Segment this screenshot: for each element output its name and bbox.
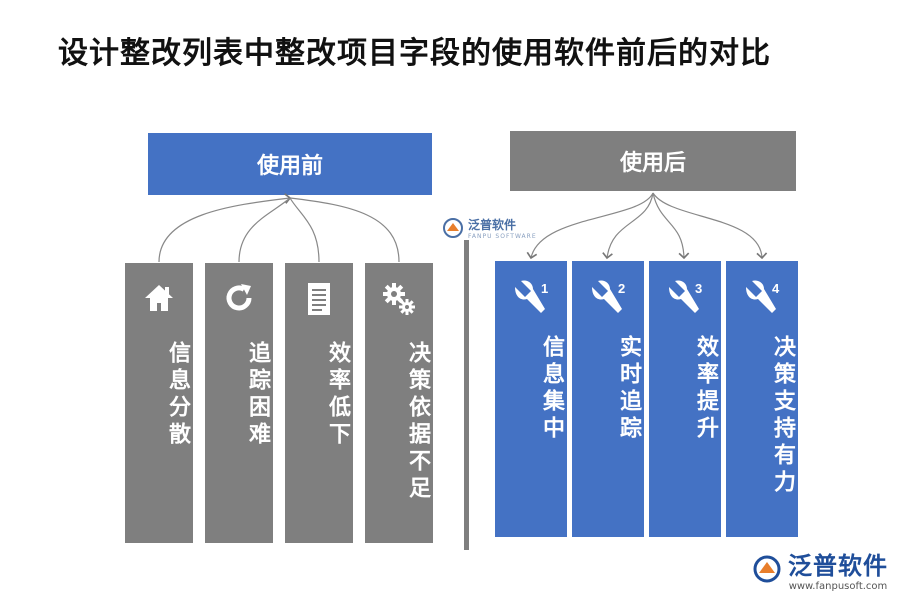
after-connector-4 xyxy=(652,192,768,260)
after-item-4-label: 决策支持有力 xyxy=(770,335,795,497)
after-connector-1 xyxy=(526,192,654,260)
before-item-3: 效率低下 xyxy=(285,263,353,543)
after-item-3-label: 效率提升 xyxy=(693,335,718,443)
fanpu-logo-icon xyxy=(443,218,463,238)
before-connector-2 xyxy=(238,197,291,263)
wrench-icon: 3 xyxy=(649,279,721,319)
wrench-icon: 2 xyxy=(572,279,644,319)
before-item-3-label: 效率低下 xyxy=(325,341,350,449)
after-header: 使用后 xyxy=(510,131,796,191)
after-connector-2 xyxy=(602,192,654,260)
page-title: 设计整改列表中整改项目字段的使用软件前后的对比 xyxy=(58,36,771,71)
before-connector-3 xyxy=(289,197,320,263)
after-item-4-number: 4 xyxy=(772,281,780,296)
after-item-1-label: 信息集中 xyxy=(539,335,564,443)
corner-watermark: 泛普软件 www.fanpusoft.com xyxy=(752,546,888,592)
wrench-icon: 1 xyxy=(495,279,567,319)
home-icon xyxy=(125,281,193,321)
before-item-1: 信息分散 xyxy=(125,263,193,543)
after-item-4: 4 决策支持有力 xyxy=(726,261,798,537)
corner-watermark-name: 泛普软件 xyxy=(788,552,888,580)
gears-icon xyxy=(365,281,433,321)
center-watermark-sub: FANPU SOFTWARE xyxy=(468,233,537,240)
after-header-label: 使用后 xyxy=(619,151,686,176)
after-item-1-number: 1 xyxy=(541,281,548,296)
before-header-label: 使用前 xyxy=(256,154,323,179)
document-icon xyxy=(285,281,353,321)
after-connector-3 xyxy=(652,192,690,260)
after-item-2-label: 实时追踪 xyxy=(616,335,641,443)
before-item-1-label: 信息分散 xyxy=(165,341,190,449)
after-item-1: 1 信息集中 xyxy=(495,261,567,537)
center-watermark-name: 泛普软件 xyxy=(468,218,517,232)
refresh-icon xyxy=(205,281,273,321)
after-item-3-number: 3 xyxy=(695,281,702,296)
before-item-4: 决策依据不足 xyxy=(365,263,433,543)
before-item-2-label: 追踪困难 xyxy=(245,341,270,449)
corner-watermark-url: www.fanpusoft.com xyxy=(788,581,888,592)
wrench-icon: 4 xyxy=(726,279,798,319)
before-header: 使用前 xyxy=(148,133,432,195)
before-connector-1 xyxy=(158,193,292,263)
after-item-2-number: 2 xyxy=(618,281,625,296)
center-watermark: 泛普软件 FANPU SOFTWARE xyxy=(442,216,537,240)
fanpu-logo-icon xyxy=(753,555,781,583)
after-item-2: 2 实时追踪 xyxy=(572,261,644,537)
before-connector-4 xyxy=(289,197,400,263)
before-item-2: 追踪困难 xyxy=(205,263,273,543)
before-item-4-label: 决策依据不足 xyxy=(405,341,430,503)
after-item-3: 3 效率提升 xyxy=(649,261,721,537)
divider xyxy=(464,240,469,550)
